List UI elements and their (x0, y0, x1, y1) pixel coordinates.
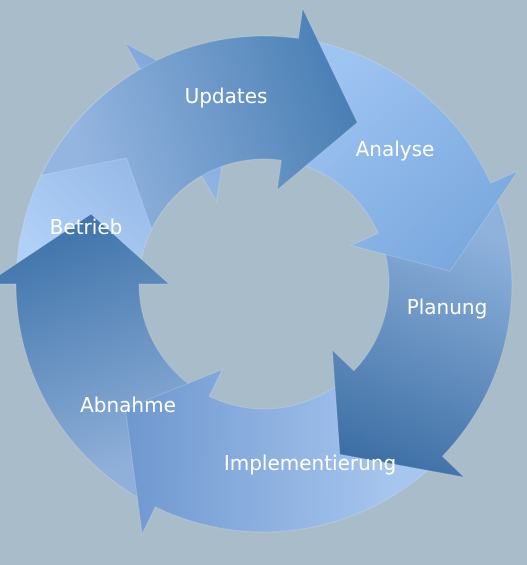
stage-label-planung: Planung (407, 295, 488, 319)
cycle-arrow-updates (40, 6, 358, 231)
stage-label-analyse: Analyse (356, 137, 435, 161)
stage-label-abnahme: Abnahme (80, 393, 176, 417)
cycle-arrow-abnahme (0, 213, 207, 504)
stage-label-betrieb: Betrieb (50, 215, 123, 239)
stage-label-implementierung: Implementierung (224, 451, 396, 475)
stage-label-updates: Updates (185, 84, 268, 108)
cycle-arrow-implementierung (124, 368, 444, 536)
cycle-arrow-planung (331, 189, 513, 478)
